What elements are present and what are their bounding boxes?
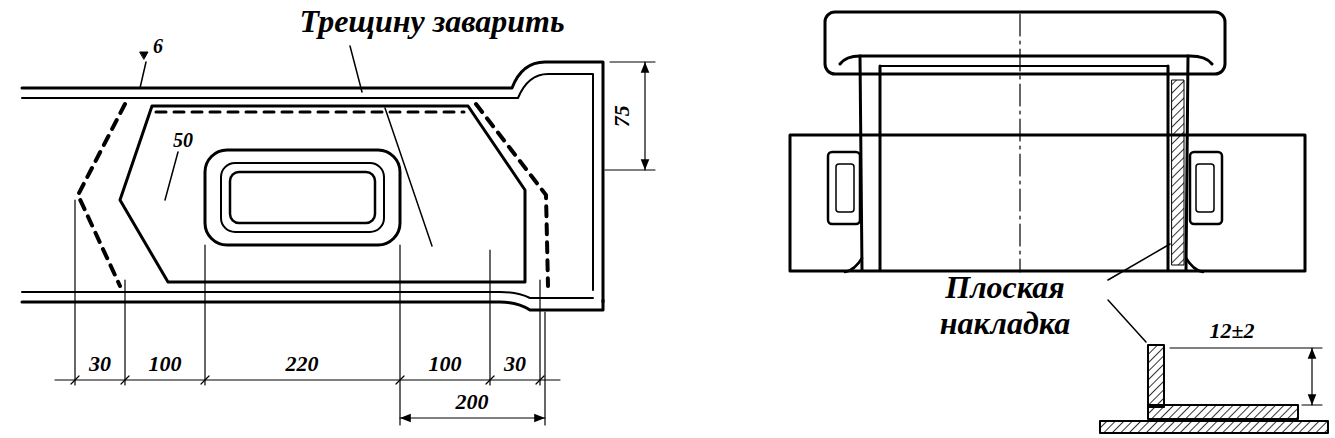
dimension: 75 <box>610 105 635 127</box>
weld-size: 6 <box>153 35 163 57</box>
note: Плоская накладка <box>913 270 1098 342</box>
dimension: 12±2 <box>1209 319 1254 344</box>
beam-cross-section <box>790 12 1328 433</box>
dimension: 100 <box>149 352 182 377</box>
dimension: 50 <box>173 129 193 151</box>
dimension: 100 <box>429 352 462 377</box>
dimension: 30 <box>89 352 111 377</box>
dimension: 200 <box>456 390 489 415</box>
dimension: 220 <box>286 352 319 377</box>
note: Трещину заварить <box>299 4 564 40</box>
beam-side-view <box>22 46 655 425</box>
dimension: 30 <box>504 352 526 377</box>
